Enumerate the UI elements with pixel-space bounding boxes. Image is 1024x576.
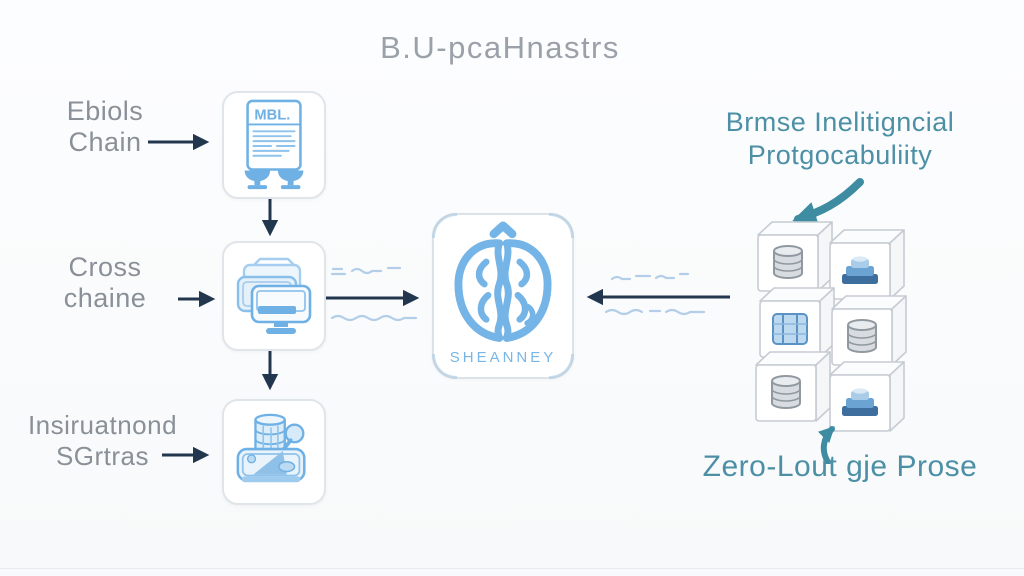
screens-node: [222, 241, 326, 351]
arrow-label2-to-screens: [178, 291, 216, 307]
right-heading: Brmse Inelitigncial Protgocabuliity: [695, 106, 985, 172]
label-line: Cross: [68, 252, 142, 282]
label-line: Chain: [68, 127, 142, 157]
striped-crate-icon: [772, 313, 808, 345]
database-cylinder-icon: [847, 319, 877, 353]
arrow-screens-to-tools: [261, 349, 279, 391]
arrow-label1-to-document: [148, 134, 210, 150]
scribble-annotation: [610, 272, 690, 281]
corner-accent: [549, 354, 574, 379]
cube-4: [831, 295, 907, 366]
database-tools-icon: [236, 413, 306, 483]
cube-cluster: [755, 221, 907, 432]
scribble-annotation: [330, 266, 402, 276]
funnel-icon: [244, 170, 271, 190]
label-line: Insiruatnond: [27, 410, 178, 440]
tools-node: [222, 399, 326, 505]
label-ebiols-chain: Ebiols Chain: [40, 96, 170, 158]
label-line: Ebiols: [66, 96, 144, 126]
corner-accent: [549, 213, 574, 238]
arrow-screens-to-brain: [324, 289, 420, 307]
database-cylinder-icon: [771, 375, 801, 409]
brain-node: SHEANNEY: [432, 213, 574, 379]
label-insiruatnond-sgrtras: Insiruatnond SGrtras: [25, 410, 180, 472]
corner-accent: [432, 354, 457, 379]
bottom-divider: [0, 568, 1024, 569]
arrow-document-to-screens: [261, 197, 279, 237]
mbl-document-icon: MBL.: [244, 99, 304, 190]
page-title: B.U-pcaHnastrs: [380, 30, 620, 65]
corner-accent: [432, 213, 457, 238]
heading-line: Protgocabuliity: [747, 140, 933, 170]
right-caption: Zero-Lout gje Prose: [702, 450, 978, 483]
brain-node-label: SHEANNEY: [449, 349, 557, 366]
teal-curved-arrow-up: [817, 426, 835, 464]
brain-icon: [454, 221, 552, 342]
cube-2: [829, 229, 905, 300]
document-node: MBL.: [222, 91, 326, 199]
label-line: chaine: [63, 283, 147, 313]
funnel-icon: [277, 170, 304, 190]
stacked-screens-icon: [236, 257, 312, 334]
label-line: SGrtras: [55, 441, 150, 471]
scribble-annotation: [330, 314, 418, 322]
database-cylinder-icon: [773, 245, 803, 279]
arrow-cubes-to-brain: [586, 288, 730, 306]
document-title-text: MBL.: [254, 108, 290, 124]
label-cross-chaine: Cross chaine: [40, 252, 170, 314]
cube-3: [759, 287, 835, 358]
heading-line: Brmse Inelitigncial: [725, 107, 955, 137]
cube-1: [757, 221, 833, 292]
scribble-annotation: [604, 308, 706, 316]
teal-curved-arrow-down: [792, 178, 864, 225]
cube-5: [755, 351, 831, 422]
arrow-label3-to-tools: [162, 447, 210, 463]
